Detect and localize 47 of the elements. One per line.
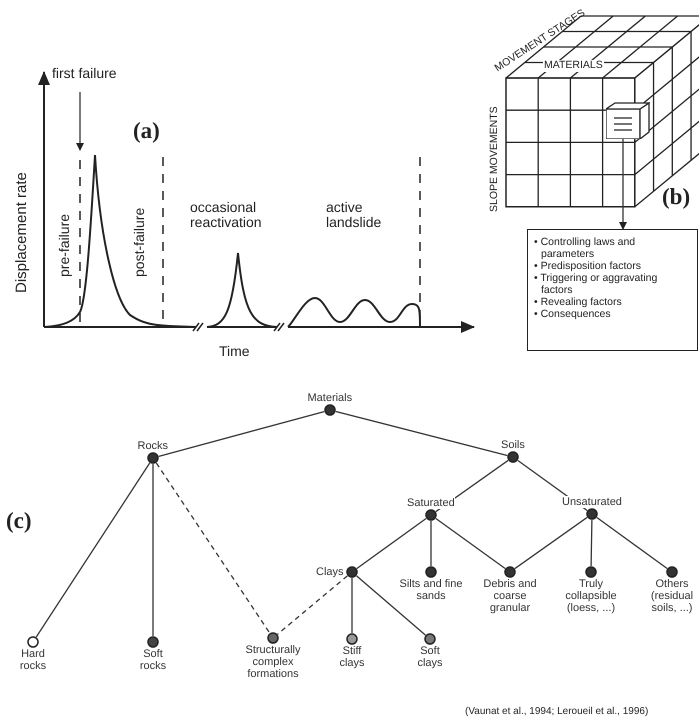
list-item: • Revealing factors	[534, 296, 623, 308]
phase-label: occasional reactivation	[190, 200, 263, 231]
tree-node	[138, 440, 168, 464]
connector-line	[277, 575, 348, 635]
connector-line	[514, 516, 588, 570]
connector-line	[596, 517, 668, 569]
tree-node	[501, 439, 525, 463]
node-label: Rocks	[138, 440, 168, 452]
axis-title: Displacement rate	[14, 172, 30, 293]
list-item: • Predisposition factors	[534, 260, 642, 272]
tree-node	[316, 566, 358, 578]
connector-line	[351, 578, 353, 633]
factor-list-box	[527, 229, 698, 351]
connector-line	[156, 462, 270, 634]
axis-title: MATERIALS	[543, 60, 604, 72]
highlighted-cell	[606, 102, 650, 139]
list-item: • Triggering or aggravating factors	[534, 272, 658, 296]
connector-line	[430, 521, 432, 566]
list-item: • Controlling laws and parameters	[534, 236, 636, 260]
list-item: • Consequences	[534, 308, 612, 320]
axis-title: SLOPE MOVEMENTS	[489, 106, 501, 212]
connector-line	[36, 462, 150, 638]
tree-node	[562, 496, 622, 520]
node-label: Clays	[316, 566, 344, 578]
node-label: Materials	[308, 392, 352, 404]
connector-line	[158, 410, 324, 458]
panel-label: (b)	[662, 184, 690, 210]
axis-title: Time	[219, 344, 250, 360]
connector-line	[356, 575, 426, 636]
phase-label: post-failure	[132, 208, 148, 277]
phase-label: active landslide	[326, 200, 382, 231]
panel-label: (c)	[6, 508, 32, 534]
tree-node	[308, 392, 352, 416]
connector-line	[336, 410, 508, 456]
connector-line	[152, 464, 154, 636]
arrow	[619, 139, 627, 230]
node-label: Unsaturated	[562, 496, 622, 508]
panel-label: (a)	[133, 118, 160, 144]
tree-node	[407, 497, 455, 521]
phase-label: pre-failure	[57, 214, 72, 277]
connector-line	[356, 518, 427, 570]
node-label: Saturated	[407, 497, 455, 509]
node-label: Soils	[501, 439, 525, 451]
annotation-label: first failure	[52, 66, 117, 82]
connector-line	[435, 518, 506, 570]
citation: (Vaunat et al., 1994; Leroueil et al., 1996)	[465, 706, 648, 717]
connector-line	[590, 520, 593, 566]
